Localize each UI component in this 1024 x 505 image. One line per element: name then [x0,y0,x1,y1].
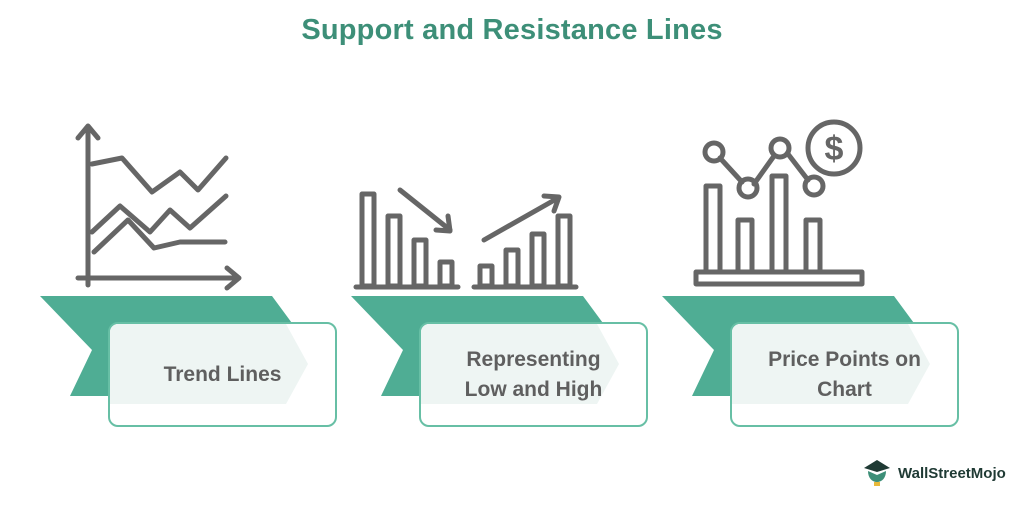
card-chevron-shape [110,324,308,404]
card-label-line-1: Price Points on [768,348,921,372]
page-title: Support and Resistance Lines [301,14,723,46]
card-chevron-shape [732,324,930,404]
card-label-line-2: Chart [817,377,872,401]
logo-mark-icon [864,460,890,486]
logo-text: WallStreetMojo [898,464,1006,482]
svg-text:$: $ [825,130,844,168]
price-bar-chart-dollar-icon: $ [693,119,865,287]
up-down-bar-chart-icon [353,187,579,290]
trend-lines-chart-icon [75,123,242,291]
card-trend-lines: Trend Lines [108,322,337,427]
card-label-line-2: Low and High [464,377,603,401]
card-label-line-1: Representing [466,348,601,372]
card-label: Trend Lines [163,362,282,386]
wallstreetmojo-logo: WallStreetMojo [862,457,1006,489]
card-price-points: Price Points on Chart [730,322,959,427]
card-representing-low-high: Representing Low and High [419,322,648,427]
card-chevron-shape [421,324,619,404]
